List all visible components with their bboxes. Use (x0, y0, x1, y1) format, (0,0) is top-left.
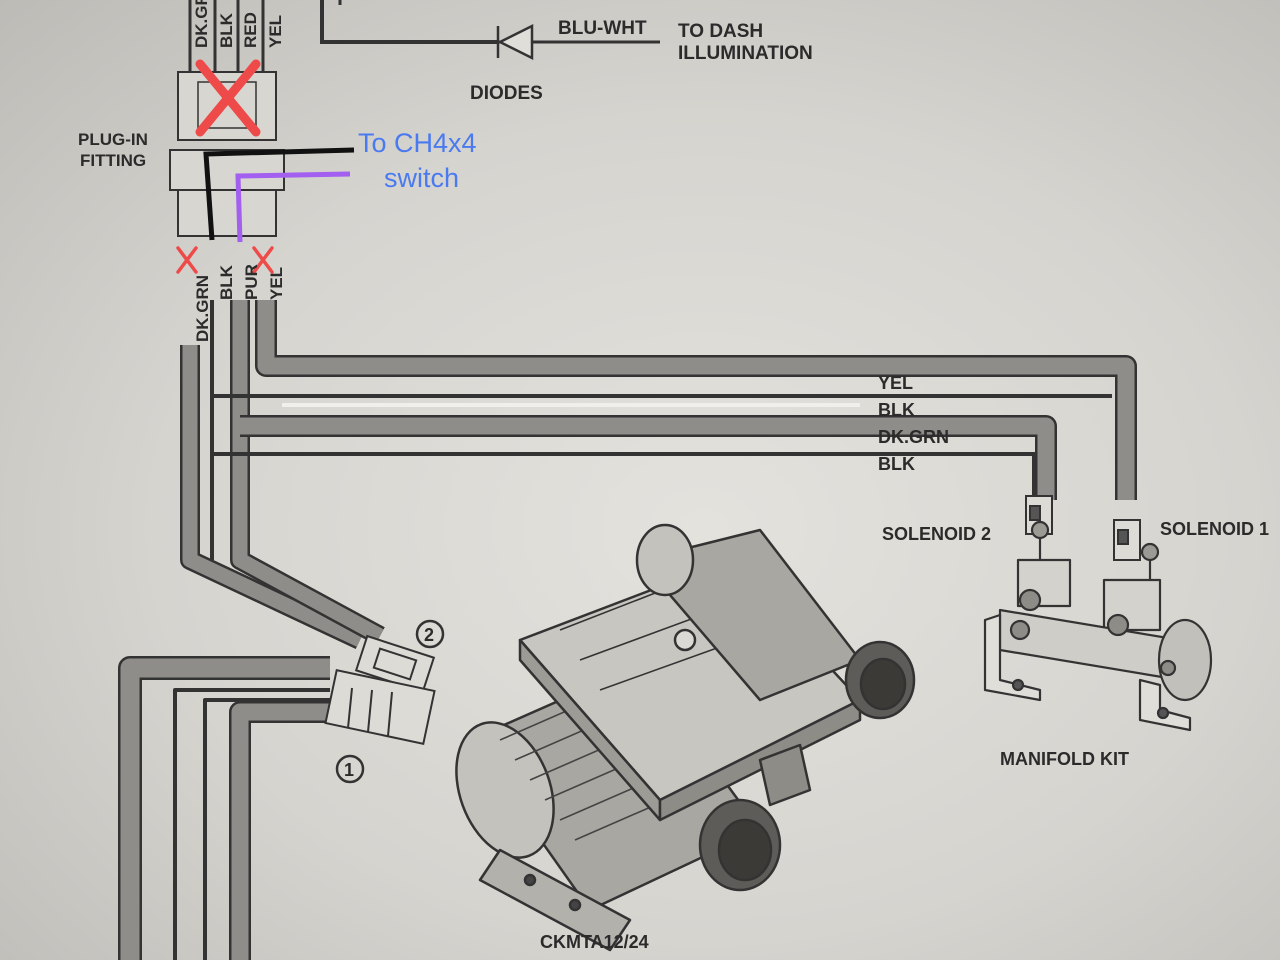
solenoid-1-plug (1113, 519, 1141, 561)
plug-in-fitting-label-2: FITTING (80, 151, 146, 170)
annotation-text-1: To CH4x4 (358, 128, 477, 158)
svg-text:1: 1 (344, 760, 354, 780)
black-annotation-wire (203, 147, 355, 241)
bottom-wire-labels: DK.GRN BLK PUR YEL (193, 264, 286, 342)
diode-symbol (496, 23, 534, 61)
connector-2 (354, 634, 436, 694)
top-wire-labels: DK.GRN BLK RED YEL (192, 0, 285, 48)
connector-2-number: 2 (415, 619, 445, 649)
plug-in-fitting-label-1: PLUG-IN (78, 130, 148, 149)
svg-text:2: 2 (424, 625, 434, 645)
top-wire-label-1: BLK (217, 12, 236, 48)
bottom-wire-label-3: YEL (267, 267, 286, 300)
diodes-label: DIODES (470, 83, 543, 104)
top-connector-cross-mark (195, 59, 261, 137)
main-harness (118, 300, 1137, 960)
solenoid-1-label: SOLENOID 1 (1160, 519, 1269, 539)
top-wire-label-0: DK.GRN (192, 0, 211, 48)
solenoid-2-label: SOLENOID 2 (882, 524, 991, 544)
harness-label-blk-1: BLK (878, 400, 915, 420)
dash-destination-label-2: ILLUMINATION (678, 43, 813, 64)
harness-label-dk-grn: DK.GRN (878, 427, 949, 447)
manifold-kit-label: MANIFOLD KIT (1000, 749, 1129, 769)
yel-cross-mark (252, 246, 274, 274)
top-wire-label-3: YEL (266, 15, 285, 48)
annotation-text-2: switch (384, 163, 459, 193)
compressor-illustration (455, 523, 916, 952)
purple-annotation-wire (235, 171, 351, 243)
bottom-wire-label-2: PUR (242, 264, 261, 300)
connector-1 (324, 669, 436, 745)
bottom-wire-label-1: BLK (217, 264, 236, 300)
harness-label-blk-2: BLK (878, 454, 915, 474)
plug-in-fitting (169, 149, 285, 237)
connector-1-number: 1 (335, 754, 365, 784)
bottom-wire-label-0: DK.GRN (193, 275, 212, 342)
compressor-model-label: CKMTA12/24 (540, 932, 649, 952)
blu-wht-label: BLU-WHT (558, 18, 647, 39)
manifold-kit-illustration (983, 520, 1213, 732)
harness-label-yel: YEL (878, 373, 913, 393)
dk-grn-cross-mark (176, 246, 198, 274)
top-wires (188, 0, 265, 72)
top-wire-label-2: RED (241, 12, 260, 48)
dash-destination-label-1: TO DASH (678, 21, 763, 42)
